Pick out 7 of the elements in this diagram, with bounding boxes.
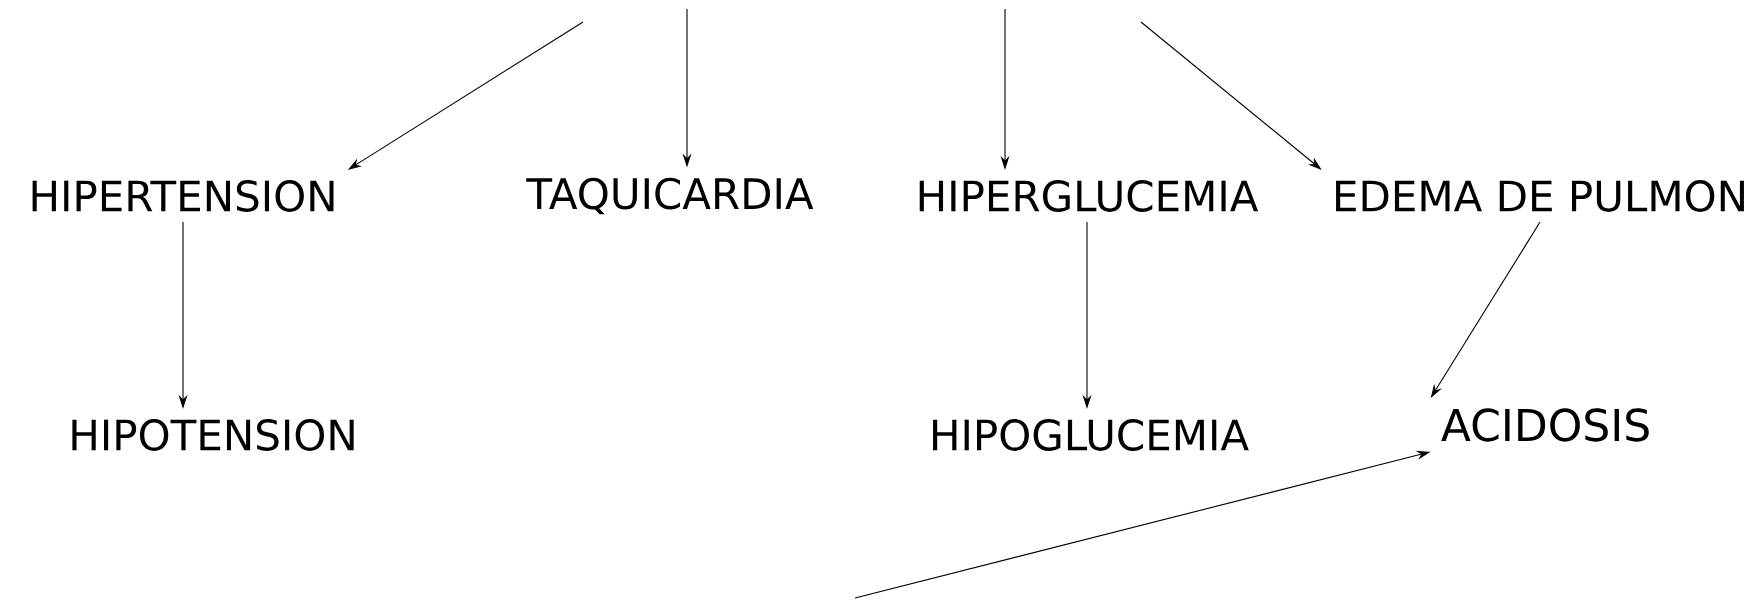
node-label: EDEMA DE PULMON (1336, 180, 1744, 212)
node-label: HIPERTENSION (32, 180, 334, 212)
node-label: ACIDOSIS (1441, 408, 1649, 442)
node-label: HIPOTENSION (72, 419, 354, 451)
node-label: TAQUICARDIA (526, 177, 814, 215)
node-label: HIPERGLUCEMIA (919, 180, 1259, 212)
node-label: HIPOGLUCEMIA (933, 419, 1249, 451)
